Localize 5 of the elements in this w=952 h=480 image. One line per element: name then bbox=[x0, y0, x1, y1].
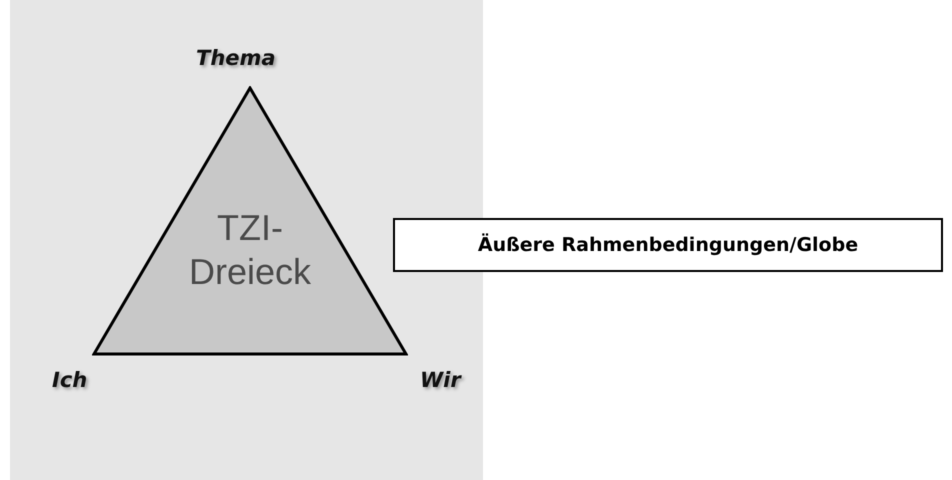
corner-label: Ich bbox=[52, 368, 88, 392]
frame-label-box: Äußere Rahmenbedingungen/Globe bbox=[393, 218, 943, 272]
triangle-label: TZI- Dreieck bbox=[188, 206, 312, 294]
corner-label: Thema bbox=[196, 46, 276, 70]
corner-label: Wir bbox=[420, 368, 461, 392]
